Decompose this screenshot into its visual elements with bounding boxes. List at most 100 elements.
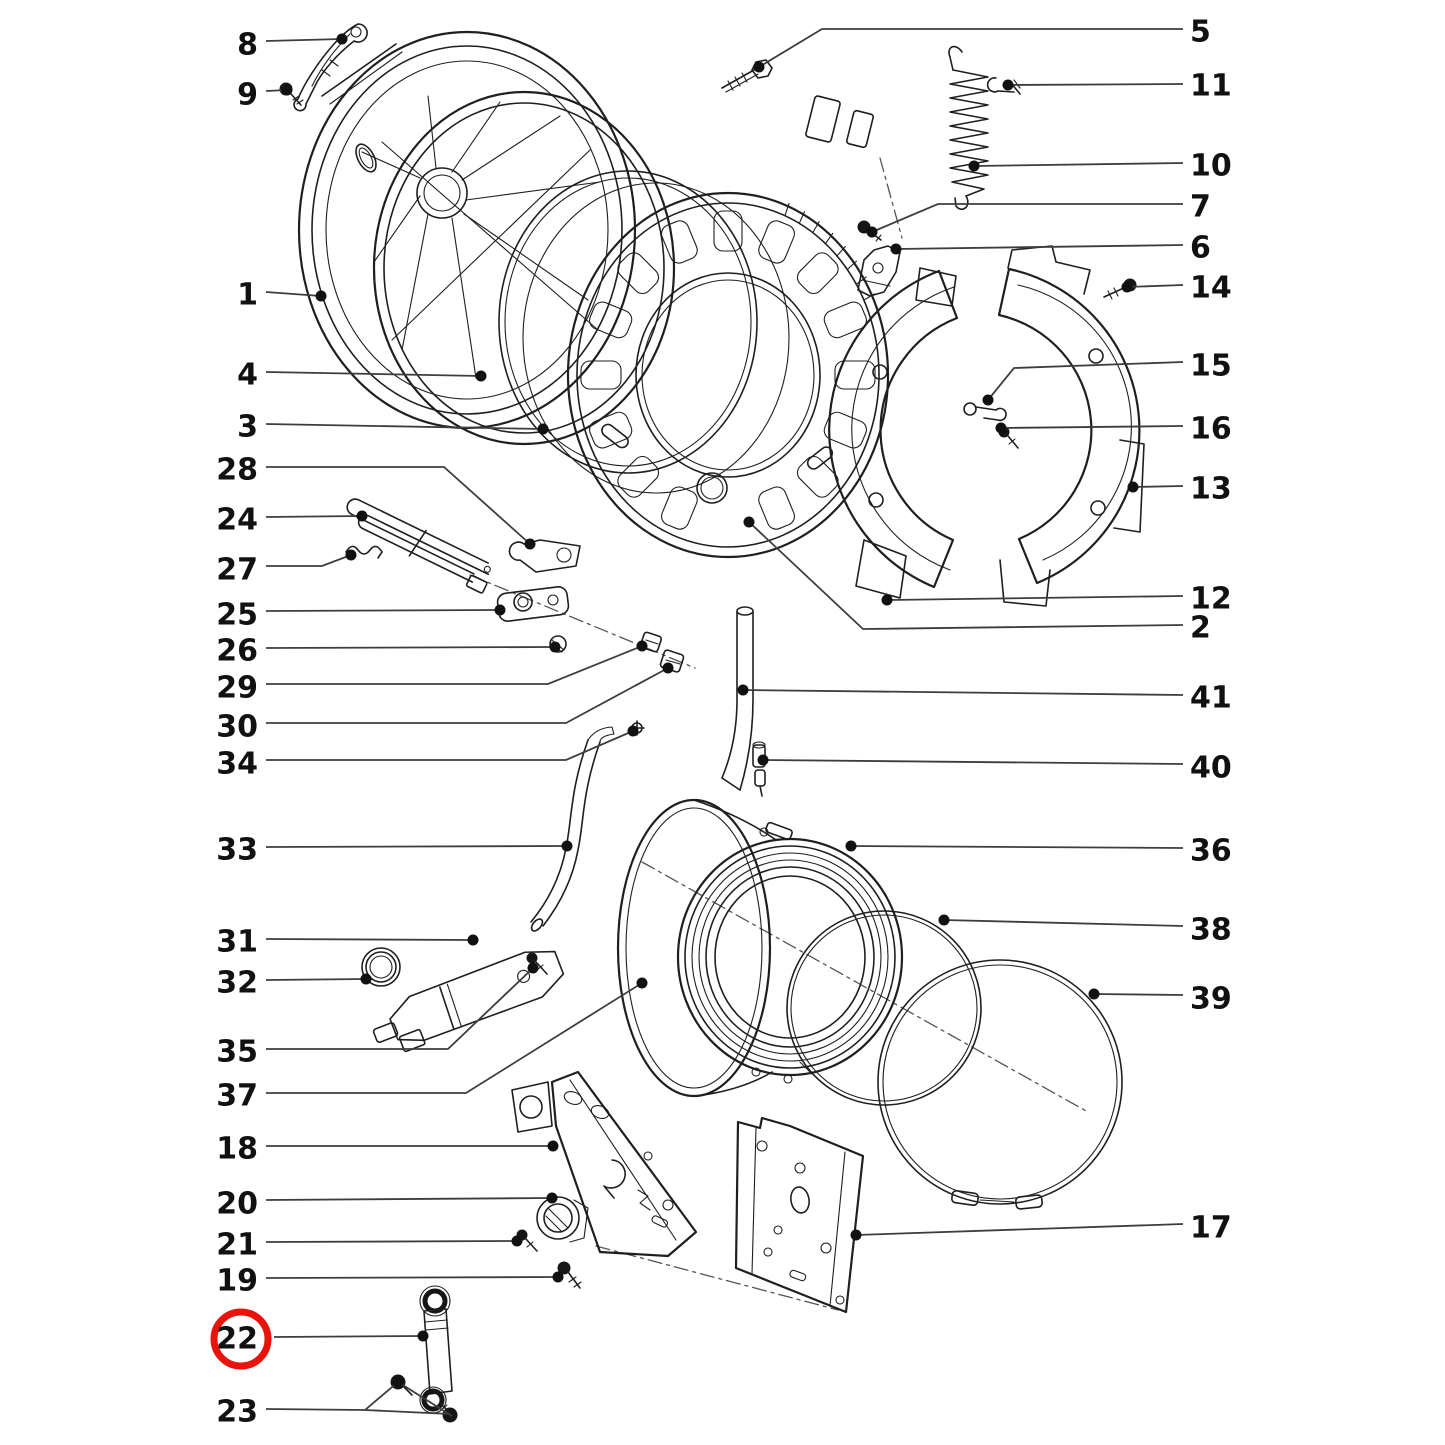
tub-front-half-drawing (616, 798, 777, 1098)
part-number-37[interactable]: 37 (216, 1079, 258, 1114)
part-number-2[interactable]: 2 (1190, 611, 1211, 646)
callout-11[interactable]: 11 (1002, 69, 1232, 104)
part-number-41[interactable]: 41 (1190, 681, 1232, 716)
callout-6[interactable]: 6 (890, 231, 1211, 266)
callout-34[interactable]: 34 (216, 725, 639, 782)
callout-26[interactable]: 26 (216, 634, 561, 669)
part-number-8[interactable]: 8 (237, 28, 258, 63)
part-number-21[interactable]: 21 (216, 1228, 258, 1263)
drum-spokes (361, 95, 601, 379)
callout-29[interactable]: 29 (216, 640, 648, 706)
callout-23[interactable]: 23 (216, 1376, 453, 1430)
part-number-4[interactable]: 4 (237, 358, 258, 393)
callout-21[interactable]: 21 (216, 1228, 523, 1263)
callout-12[interactable]: 12 (881, 582, 1232, 617)
part-number-18[interactable]: 18 (216, 1132, 258, 1167)
leader-dot (636, 977, 648, 989)
part-number-1[interactable]: 1 (237, 278, 258, 313)
leader-dot (995, 422, 1007, 434)
door-gasket-36-drawing (676, 821, 904, 1084)
part-number-12[interactable]: 12 (1190, 582, 1232, 617)
leader-dot (1002, 79, 1014, 91)
leader-dot (547, 1140, 559, 1152)
part-number-5[interactable]: 5 (1190, 15, 1211, 50)
part-number-40[interactable]: 40 (1190, 751, 1232, 786)
callout-3[interactable]: 3 (237, 410, 549, 445)
callout-2[interactable]: 2 (743, 516, 1211, 646)
part-number-19[interactable]: 19 (216, 1264, 258, 1299)
callout-30[interactable]: 30 (216, 662, 674, 745)
callout-9[interactable]: 9 (237, 78, 293, 113)
parts-drawing-layer (279, 23, 1145, 1423)
callout-36[interactable]: 36 (845, 834, 1232, 869)
callout-4[interactable]: 4 (237, 358, 487, 393)
part-number-16[interactable]: 16 (1190, 412, 1232, 447)
callout-35[interactable]: 35 (216, 962, 539, 1070)
callout-39[interactable]: 39 (1088, 982, 1232, 1017)
part-number-22[interactable]: 22 (216, 1322, 258, 1357)
part-number-25[interactable]: 25 (216, 598, 258, 633)
leader-line (871, 203, 1183, 233)
part-number-20[interactable]: 20 (216, 1187, 258, 1222)
callout-5[interactable]: 5 (753, 15, 1211, 73)
part-number-36[interactable]: 36 (1190, 834, 1232, 869)
part-number-9[interactable]: 9 (237, 78, 258, 113)
part-number-29[interactable]: 29 (216, 671, 258, 706)
part-number-17[interactable]: 17 (1190, 1211, 1232, 1246)
part-number-15[interactable]: 15 (1190, 349, 1232, 384)
callout-38[interactable]: 38 (938, 913, 1232, 948)
callout-16[interactable]: 16 (995, 412, 1232, 447)
part-number-27[interactable]: 27 (216, 553, 258, 588)
part-number-38[interactable]: 38 (1190, 913, 1232, 948)
leader-dot (467, 934, 479, 946)
part-number-34[interactable]: 34 (216, 747, 258, 782)
part-number-7[interactable]: 7 (1190, 190, 1211, 225)
callout-7[interactable]: 7 (866, 190, 1211, 238)
callout-37[interactable]: 37 (216, 977, 648, 1114)
callout-18[interactable]: 18 (216, 1132, 559, 1167)
callout-19[interactable]: 19 (216, 1264, 564, 1299)
part-number-24[interactable]: 24 (216, 503, 258, 538)
callout-27[interactable]: 27 (216, 549, 357, 588)
callout-40[interactable]: 40 (757, 751, 1232, 786)
callout-32[interactable]: 32 (216, 966, 372, 1001)
hose-41-drawing (721, 606, 754, 791)
shock-absorber-22-drawing (419, 1285, 453, 1414)
leader-line (266, 645, 643, 685)
callout-8[interactable]: 8 (237, 28, 348, 63)
part-number-11[interactable]: 11 (1190, 69, 1232, 104)
part-number-13[interactable]: 13 (1190, 472, 1232, 507)
part-number-14[interactable]: 14 (1190, 271, 1232, 306)
part-number-6[interactable]: 6 (1190, 231, 1211, 266)
callout-17[interactable]: 17 (850, 1211, 1232, 1246)
leader-line (895, 244, 1184, 250)
part-number-10[interactable]: 10 (1190, 149, 1232, 184)
part-number-26[interactable]: 26 (216, 634, 258, 669)
part-number-23[interactable]: 23 (216, 1395, 258, 1430)
callout-20[interactable]: 20 (216, 1187, 558, 1222)
callout-25[interactable]: 25 (216, 598, 506, 633)
callout-15[interactable]: 15 (982, 349, 1232, 406)
callout-28[interactable]: 28 (216, 453, 536, 550)
counterweight-right-drawing (997, 245, 1145, 607)
leader-line (1126, 284, 1184, 288)
part-number-32[interactable]: 32 (216, 966, 258, 1001)
callout-31[interactable]: 31 (216, 925, 479, 960)
callout-13[interactable]: 13 (1127, 472, 1232, 507)
callout-1[interactable]: 1 (237, 278, 327, 313)
part-number-33[interactable]: 33 (216, 833, 258, 868)
part-number-28[interactable]: 28 (216, 453, 258, 488)
part-number-3[interactable]: 3 (237, 410, 258, 445)
callout-41[interactable]: 41 (737, 681, 1232, 716)
part-number-31[interactable]: 31 (216, 925, 258, 960)
callout-10[interactable]: 10 (968, 149, 1232, 184)
callout-33[interactable]: 33 (216, 833, 573, 868)
callout-22[interactable]: 22 (210, 1308, 429, 1370)
leader-dot (1121, 281, 1133, 293)
part-number-30[interactable]: 30 (216, 710, 258, 745)
callout-14[interactable]: 14 (1121, 271, 1232, 306)
part-number-35[interactable]: 35 (216, 1035, 258, 1070)
tub-front-cutouts (580, 210, 876, 530)
part-number-39[interactable]: 39 (1190, 982, 1232, 1017)
callout-24[interactable]: 24 (216, 503, 368, 538)
